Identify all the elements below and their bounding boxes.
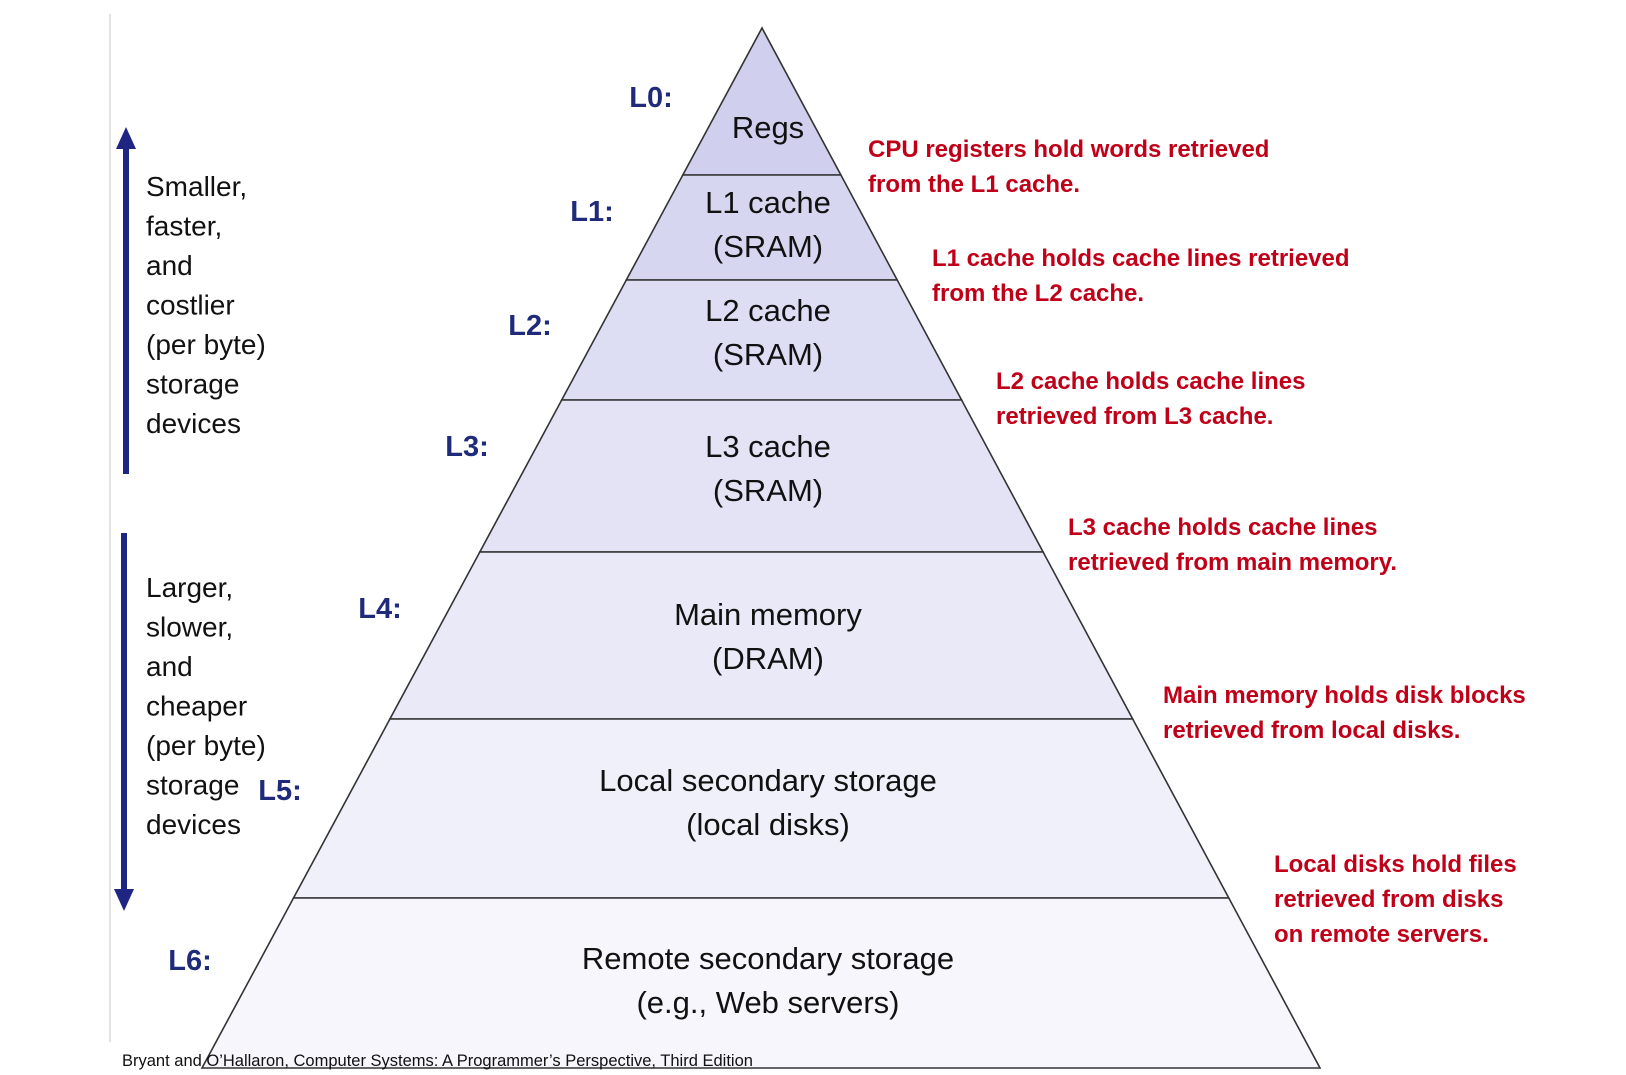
- annotation-l4: Main memory holds disk blocks: [1163, 682, 1526, 709]
- side-notes: Smaller, faster, and costlier (per byte) stor…: [146, 171, 266, 840]
- side-note-smaller-faster: devices: [146, 408, 241, 439]
- side-note-smaller-faster: and: [146, 250, 193, 281]
- pyramid-tier-l4: [388, 551, 1135, 720]
- side-note-larger-slower: Larger,: [146, 572, 233, 603]
- annotation-l2: L2 cache holds cache lines: [996, 368, 1305, 395]
- side-note-smaller-faster: costlier: [146, 290, 235, 321]
- tier-label-l1: (SRAM): [713, 229, 823, 264]
- tier-label-l2: (SRAM): [713, 337, 823, 372]
- side-note-larger-slower: cheaper: [146, 691, 247, 722]
- annotation-l1: from the L2 cache.: [932, 280, 1144, 307]
- pyramid-tier-l6: [200, 897, 1322, 1069]
- annotation-l2: retrieved from L3 cache.: [996, 403, 1273, 430]
- tier-label-l3: L3 cache: [705, 429, 831, 464]
- tier-label-l0: Regs: [732, 110, 804, 145]
- annotation-l5: retrieved from disks: [1274, 886, 1503, 913]
- up-arrow-head: [116, 127, 136, 149]
- level-label-l4: L4:: [358, 593, 402, 625]
- pyramid: Regs L1 cache (SRAM) L2 cache (SRAM) L3 cache…: [200, 26, 1322, 1069]
- level-label-l1: L1:: [570, 196, 614, 228]
- annotation-l0: from the L1 cache.: [868, 171, 1080, 198]
- down-arrow-head: [114, 889, 134, 911]
- side-note-larger-slower: devices: [146, 809, 241, 840]
- side-note-smaller-faster: (per byte): [146, 329, 266, 360]
- tier-label-l5: Local secondary storage: [599, 763, 937, 798]
- annotation-l4: retrieved from local disks.: [1163, 717, 1460, 744]
- level-labels: L0: L1: L2: L3: L4: L5: L6:: [168, 82, 673, 977]
- side-note-larger-slower: slower,: [146, 612, 233, 643]
- level-label-l0: L0:: [629, 82, 673, 114]
- side-note-smaller-faster: storage: [146, 369, 239, 400]
- annotations: CPU registers hold words retrieved from t…: [868, 136, 1526, 948]
- side-note-smaller-faster: Smaller,: [146, 171, 247, 202]
- annotation-l3: retrieved from main memory.: [1068, 549, 1397, 576]
- pyramid-tier-l0: [681, 26, 843, 176]
- tier-label-l2: L2 cache: [705, 293, 831, 328]
- annotation-l1: L1 cache holds cache lines retrieved: [932, 245, 1350, 272]
- level-label-l3: L3:: [445, 431, 489, 463]
- annotation-l0: CPU registers hold words retrieved: [868, 136, 1269, 163]
- annotation-l5: Local disks hold files: [1274, 851, 1517, 878]
- citation: Bryant and O’Hallaron, Computer Systems:…: [122, 1052, 753, 1070]
- side-note-larger-slower: (per byte): [146, 730, 266, 761]
- tier-label-l1: L1 cache: [705, 185, 831, 220]
- tier-label-l4: (DRAM): [712, 641, 824, 676]
- tier-label-l3: (SRAM): [713, 473, 823, 508]
- side-note-larger-slower: storage: [146, 770, 239, 801]
- tier-label-l6: (e.g., Web servers): [636, 985, 899, 1020]
- annotation-l3: L3 cache holds cache lines: [1068, 514, 1377, 541]
- level-label-l6: L6:: [168, 945, 212, 977]
- side-note-smaller-faster: faster,: [146, 211, 222, 242]
- side-note-larger-slower: and: [146, 651, 193, 682]
- down-arrow: [114, 533, 134, 911]
- level-label-l5: L5:: [258, 775, 302, 807]
- tier-label-l5: (local disks): [686, 807, 850, 842]
- tier-label-l6: Remote secondary storage: [582, 941, 954, 976]
- annotation-l5: on remote servers.: [1274, 921, 1489, 948]
- up-arrow: [116, 127, 136, 474]
- tier-label-l4: Main memory: [674, 597, 862, 632]
- level-label-l2: L2:: [508, 310, 552, 342]
